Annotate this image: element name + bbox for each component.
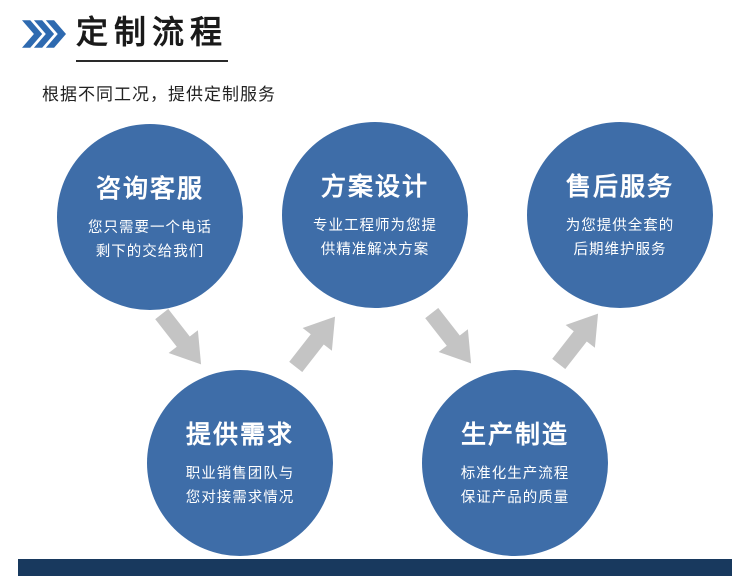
flow-arrow-down-right-icon — [425, 307, 472, 364]
step-title: 提供需求 — [185, 421, 294, 450]
step-description: 为您提供全套的 后期维护服务 — [565, 218, 675, 258]
flow-arrow-up-right-icon — [289, 316, 336, 373]
step-title: 方案设计 — [320, 173, 429, 202]
step-title: 售后服务 — [565, 173, 674, 202]
footer-bar — [18, 559, 732, 576]
step-description: 标准化生产流程 保证产品的质量 — [460, 466, 570, 506]
step-circle-after-sales-service: 售后服务 为您提供全套的 后期维护服务 — [527, 122, 713, 308]
step-circle-consult-service: 咨询客服 您只需要一个电话 剩下的交给我们 — [57, 124, 243, 310]
step-description: 职业销售团队与 您对接需求情况 — [185, 466, 295, 506]
section-subtitle: 根据不同工况，提供定制服务 — [42, 85, 276, 104]
flow-arrow-down-right-icon — [155, 308, 202, 365]
step-description: 专业工程师为您提 供精准解决方案 — [313, 218, 437, 258]
section-header: 定制流程 — [22, 14, 229, 62]
flow-arrow-up-right-icon — [552, 313, 599, 370]
step-title: 咨询客服 — [95, 175, 204, 204]
step-circle-manufacturing: 生产制造 标准化生产流程 保证产品的质量 — [422, 370, 608, 556]
triple-chevron-right-icon — [22, 18, 66, 50]
step-title: 生产制造 — [460, 421, 569, 450]
step-circle-provide-requirements: 提供需求 职业销售团队与 您对接需求情况 — [147, 370, 333, 556]
step-circle-solution-design: 方案设计 专业工程师为您提 供精准解决方案 — [282, 122, 468, 308]
page-title: 定制流程 — [76, 14, 229, 62]
step-description: 您只需要一个电话 剩下的交给我们 — [88, 220, 212, 260]
